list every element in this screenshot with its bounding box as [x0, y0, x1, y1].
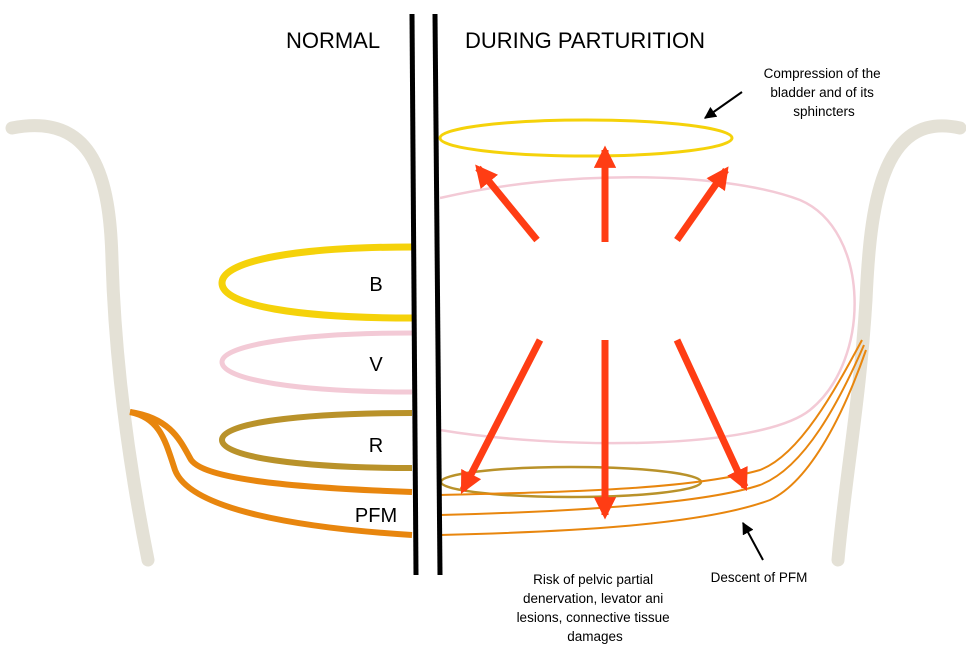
- pfm-descended-2: [439, 344, 865, 516]
- label-pfm: PFM: [355, 505, 397, 527]
- arrow-up-left: [475, 164, 540, 243]
- label-bladder: B: [369, 274, 382, 296]
- annotation-compression-line-2: bladder and of its: [770, 85, 874, 100]
- rectum-displaced-outline: [439, 465, 703, 499]
- pfm-normal-lower: [129, 409, 413, 538]
- pfm-descended-3: [439, 349, 867, 536]
- annotation-compression-line-1: Compression of the: [764, 66, 881, 81]
- annotation-compression-line-3: sphincters: [793, 104, 855, 119]
- vagina-stretched-outline: [439, 176, 856, 445]
- rectum-normal-outline: [218, 410, 413, 471]
- annotation-descent: Descent of PFM: [711, 570, 808, 585]
- divider-left: [409, 13, 419, 576]
- arrow-up-right: [674, 166, 729, 243]
- annotation-risk-line-4: damages: [567, 629, 623, 644]
- annotation-risk-line-1: Risk of pelvic partial: [533, 572, 653, 587]
- pelvis-left-wall: [5, 119, 155, 567]
- pelvis-right-wall: [831, 119, 966, 567]
- divider-right: [432, 13, 443, 576]
- annotation-risk: Risk of pelvic partial denervation, leva…: [517, 572, 674, 644]
- bladder-normal-outline: [218, 243, 413, 322]
- pfm-descended-1: [439, 339, 863, 496]
- annotation-risk-line-3: lesions, connective tissue: [517, 610, 670, 625]
- compression-pointer-arrow: [704, 91, 743, 119]
- arrow-down-left: [459, 338, 544, 494]
- annotation-risk-line-2: denervation, levator ani: [523, 591, 663, 606]
- label-rectum: R: [369, 435, 383, 457]
- arrow-down-right: [673, 338, 749, 492]
- label-vagina: V: [369, 354, 383, 376]
- heading-normal: NORMAL: [286, 28, 380, 53]
- pfm-normal-upper: [129, 409, 413, 495]
- descent-pointer-arrow: [742, 521, 764, 561]
- heading-during-parturition: DURING PARTURITION: [465, 28, 705, 53]
- annotation-compression: Compression of the bladder and of its sp…: [764, 66, 885, 119]
- bladder-compressed-outline: [438, 118, 734, 158]
- vagina-normal-outline: [219, 330, 413, 395]
- force-arrows: [459, 145, 749, 520]
